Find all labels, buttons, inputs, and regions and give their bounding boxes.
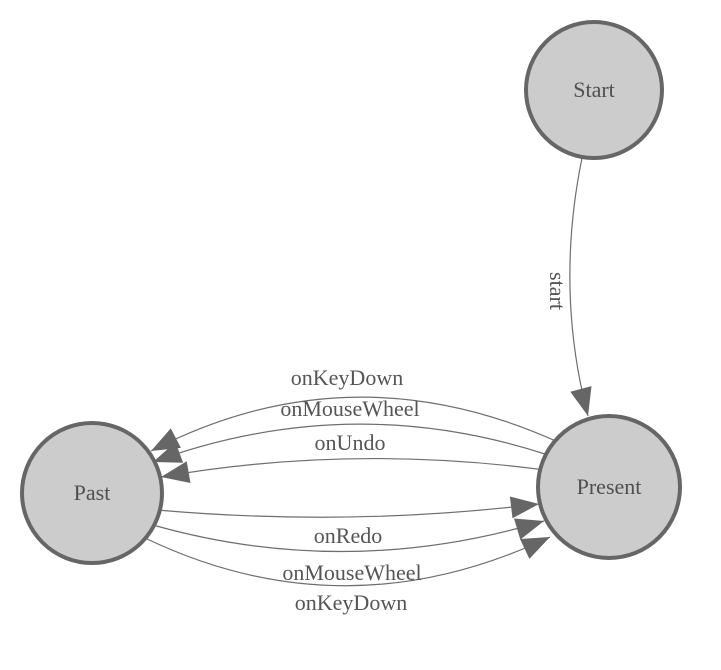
transition-edge-present-to-past-onkeydown: [150, 396, 559, 452]
arrowhead-icon-start-to-present: [570, 386, 592, 416]
arrowhead-icon-past-to-present-onredo: [509, 496, 539, 519]
arrowhead-icon-past-to-present-onkeydown: [520, 537, 550, 559]
transition-edge-past-to-present-onredo: [156, 503, 540, 518]
transition-edge-present-to-past-onmousewheel: [152, 423, 549, 463]
state-node-present[interactable]: [536, 414, 682, 560]
transition-edge-past-to-present-onmousewheel: [152, 520, 545, 553]
state-node-start[interactable]: [524, 20, 664, 160]
state-node-past[interactable]: [20, 421, 164, 565]
arrowhead-icon-present-to-past-onundo: [161, 461, 191, 483]
transition-edge-present-to-past-onundo: [160, 457, 546, 478]
arrowhead-icon-present-to-past-onmousewheel: [153, 442, 184, 463]
transition-edge-start-to-present: [569, 157, 589, 417]
transition-edge-past-to-present-onkeydown: [144, 536, 551, 587]
arrowhead-icon-past-to-present-onmousewheel: [514, 518, 544, 540]
